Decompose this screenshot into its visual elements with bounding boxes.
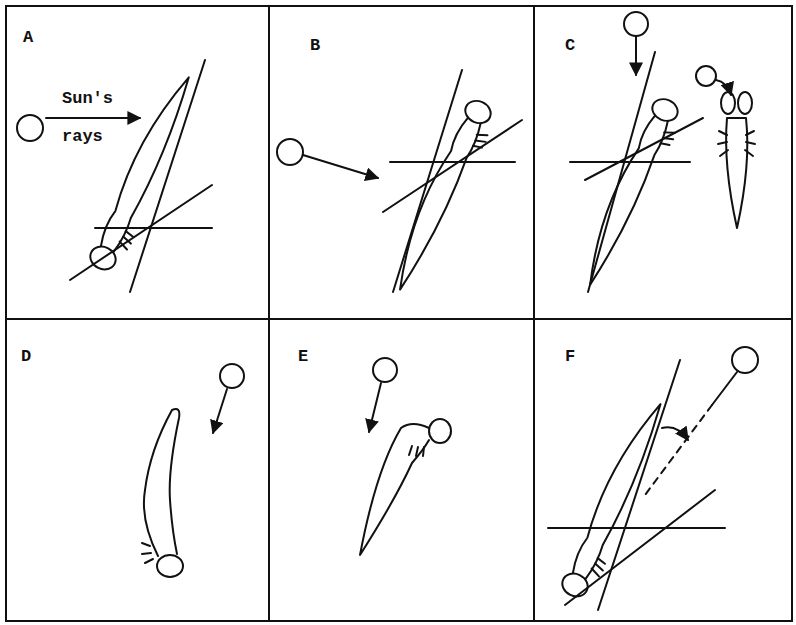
sun-ray-arrow	[213, 389, 227, 433]
sun	[373, 358, 397, 382]
sun	[624, 12, 648, 36]
panel-f-drawing	[548, 347, 758, 610]
panel-a-drawing	[17, 60, 212, 292]
panel-letter: E	[298, 348, 308, 367]
turn-arrow	[662, 427, 688, 440]
panel-letter: A	[23, 29, 33, 48]
sun	[696, 66, 716, 86]
figure-panel: E	[268, 318, 535, 622]
sun-ray-arrow	[46, 117, 140, 119]
sun	[277, 139, 303, 165]
panel-letter: F	[565, 348, 575, 367]
sun-ray-arrow	[369, 383, 381, 432]
insect-top-view	[718, 92, 755, 228]
panel-letter: C	[565, 37, 575, 56]
sun-ray-arrow	[635, 37, 637, 75]
sun-ray-line	[712, 372, 737, 405]
ray-label: Sun's rays	[62, 80, 137, 156]
projected-ray	[645, 405, 712, 495]
sun	[732, 347, 758, 373]
panel-c-drawing	[570, 12, 755, 292]
figure-panel: B	[268, 5, 535, 320]
panel-e-drawing	[360, 358, 451, 555]
figure-panel: F	[533, 318, 793, 622]
reference-line	[383, 120, 522, 212]
horizontal-line	[548, 527, 725, 529]
insect	[387, 97, 499, 298]
sun-ray-arrow	[303, 155, 378, 178]
reference-line	[393, 70, 462, 292]
reference-line	[588, 52, 655, 292]
figure-panel: D	[5, 318, 270, 622]
insect	[577, 95, 686, 292]
figure-panel: A	[5, 5, 270, 320]
panel-letter: B	[310, 37, 320, 56]
reference-line	[130, 60, 205, 292]
horizontal-line	[95, 227, 212, 229]
panel-b-drawing	[277, 70, 522, 297]
insect	[558, 398, 678, 603]
horizontal-line	[390, 161, 515, 163]
reference-line	[585, 118, 703, 180]
insect	[360, 419, 451, 555]
panel-letter: D	[21, 348, 31, 367]
sun	[220, 364, 244, 388]
reference-line	[598, 360, 680, 610]
insect	[142, 409, 183, 577]
panel-d-drawing	[142, 364, 244, 577]
figure-panel: C	[533, 5, 793, 320]
sun	[17, 115, 43, 141]
